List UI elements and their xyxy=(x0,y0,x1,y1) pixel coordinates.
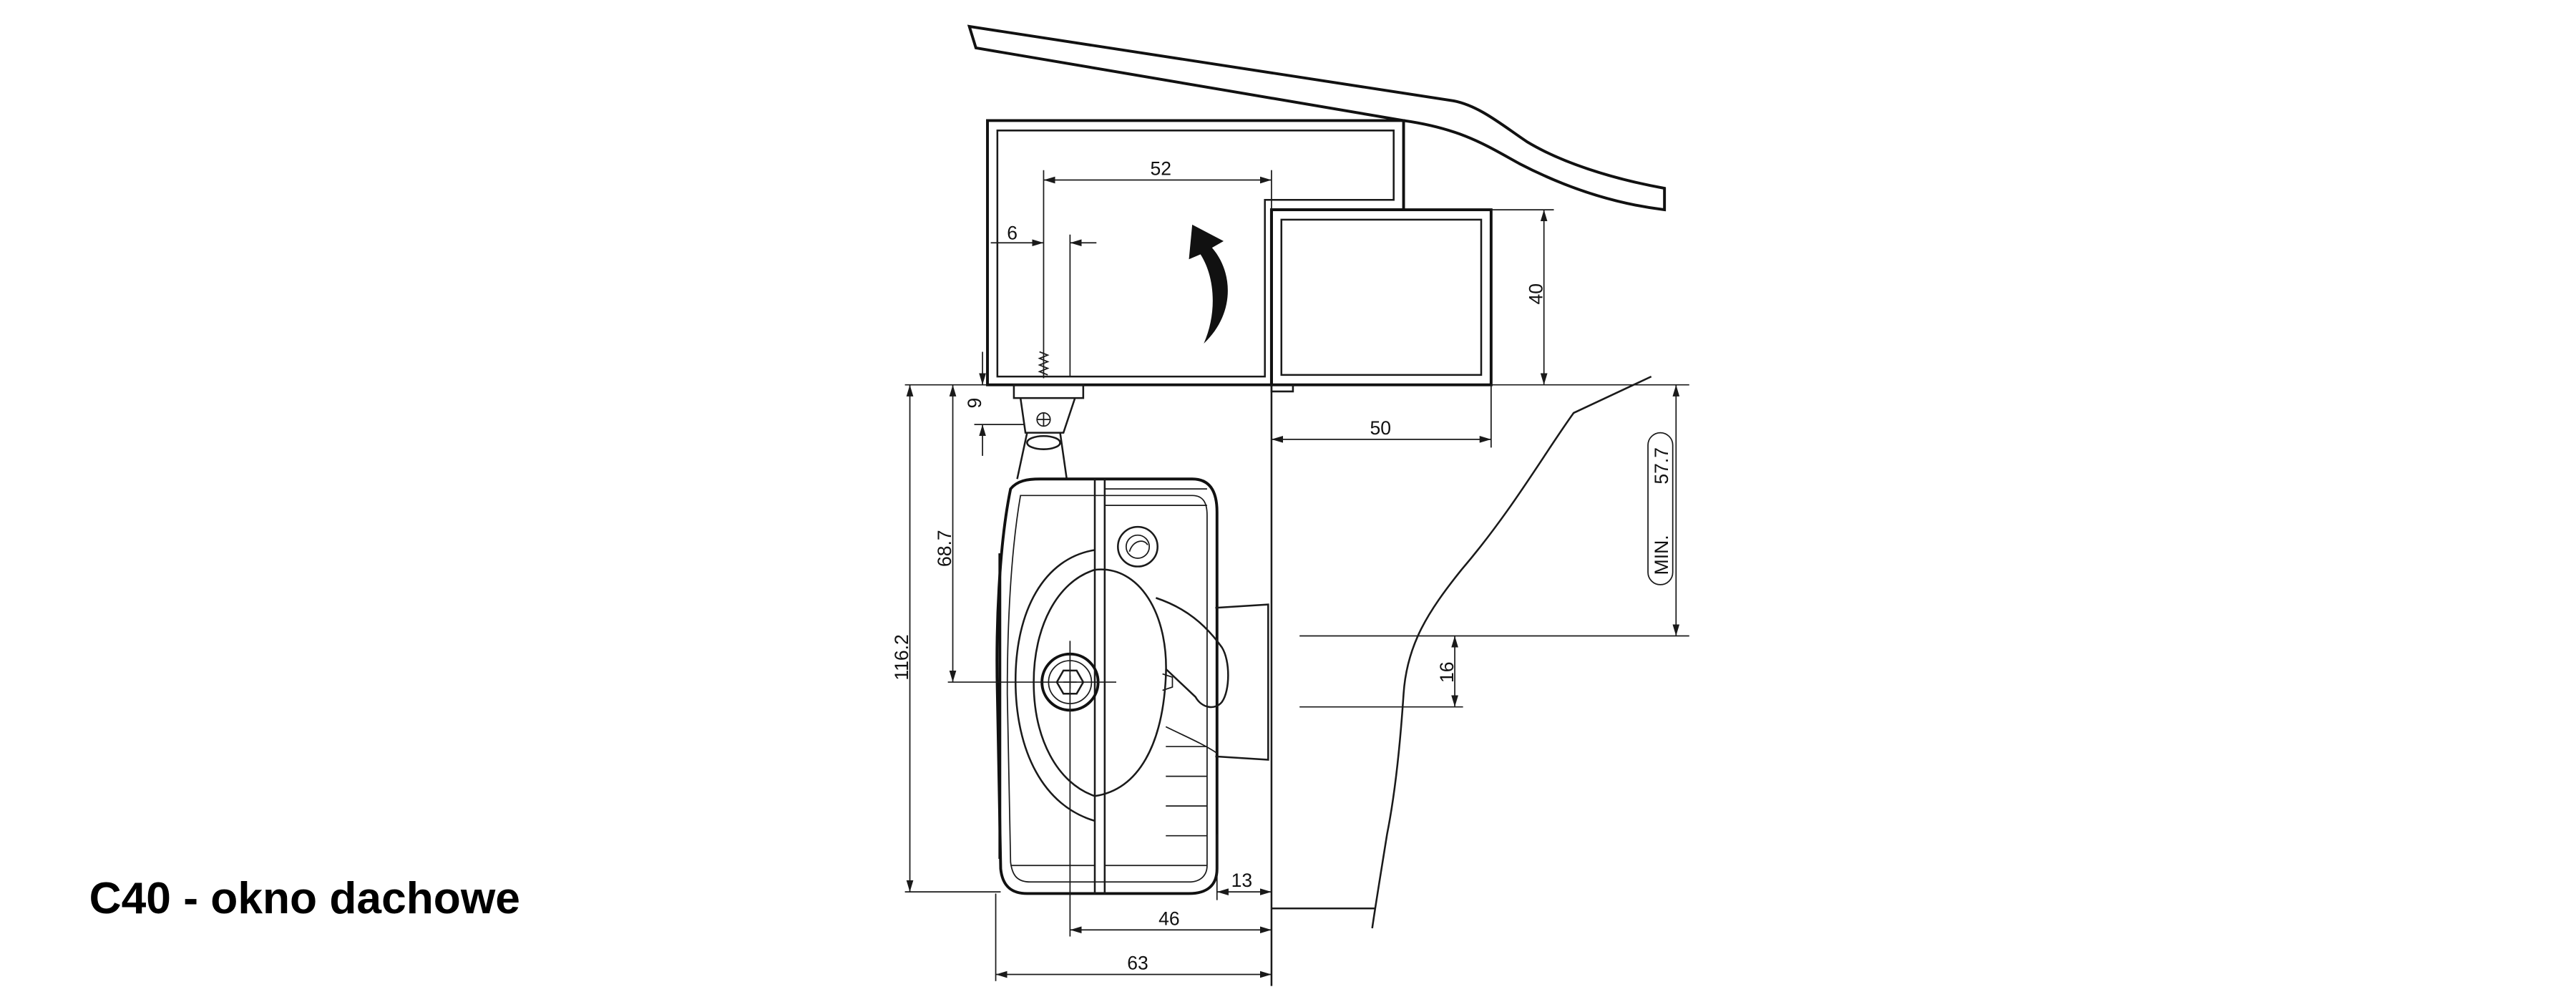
dimension-text: 50 xyxy=(1370,417,1391,439)
dimension-57-7-min: 57.7 MIN. xyxy=(1647,384,1680,636)
cover-boss-right xyxy=(1094,568,1167,797)
dimension-text: 116.2 xyxy=(891,634,912,680)
frame-profile xyxy=(1269,208,1493,393)
dimension-40: 40 xyxy=(1525,210,1548,385)
lever-arm-lower-edge xyxy=(1165,726,1218,754)
dimension-text: 57.7 xyxy=(1651,447,1672,485)
dimension-text: 52 xyxy=(1151,158,1172,180)
screw-thread xyxy=(1038,351,1050,376)
extension-lines xyxy=(904,170,1689,986)
small-screw-slot xyxy=(1128,540,1148,553)
dimension-text: 13 xyxy=(1231,870,1253,891)
housing-ribs xyxy=(1010,488,1207,867)
side-plate xyxy=(1215,603,1269,761)
bracket-neck xyxy=(1019,397,1076,434)
dimension-63: 63 xyxy=(995,953,1272,978)
dimension-68-7: 68.7 xyxy=(934,384,957,683)
dimension-text: 6 xyxy=(1007,223,1018,244)
wall-contour xyxy=(1271,376,1652,929)
small-screw-inner xyxy=(1125,534,1151,559)
drawing-title: C40 - okno dachowe xyxy=(89,874,520,923)
dimension-capsule xyxy=(1647,432,1674,585)
dimension-text: 9 xyxy=(964,398,985,409)
lever-notch xyxy=(1162,673,1174,691)
dimension-6: 6 xyxy=(990,223,1097,247)
housing-outer xyxy=(995,477,1219,895)
dimension-116-2: 116.2 xyxy=(891,384,914,892)
bracket-legs xyxy=(1016,432,1068,480)
dimension-13: 13 xyxy=(1216,870,1272,895)
dimension-50: 50 xyxy=(1271,417,1491,443)
dimension-52: 52 xyxy=(1043,158,1272,184)
bracket-pivot xyxy=(1026,434,1061,450)
dimension-46: 46 xyxy=(1070,908,1272,934)
dimension-text: 46 xyxy=(1158,908,1179,929)
housing-inner xyxy=(1006,495,1208,883)
bracket-plate xyxy=(1013,384,1085,399)
fixing-screw xyxy=(1038,343,1050,379)
small-screw-icon xyxy=(1117,525,1158,568)
dimension-text: 40 xyxy=(1525,283,1546,304)
dimension-text: 63 xyxy=(1127,953,1148,974)
frame-inner-outline xyxy=(1280,218,1483,376)
lever-arm xyxy=(1155,597,1229,709)
mounting-bracket xyxy=(1013,384,1085,480)
frame-outer-outline xyxy=(1269,208,1493,386)
dimension-text: 16 xyxy=(1436,661,1458,683)
minimum-label: MIN. xyxy=(1651,535,1672,575)
sash-inner-outline xyxy=(996,130,1395,378)
cover-arch-outer xyxy=(1014,549,1096,822)
actuator xyxy=(995,384,1269,895)
opening-direction-arrow-icon xyxy=(1189,224,1228,344)
wall-reveal-line xyxy=(1371,376,1652,929)
dimension-16: 16 xyxy=(1436,636,1458,707)
dimension-text: 68.7 xyxy=(934,530,955,567)
dimension-9: 9 xyxy=(964,351,986,456)
roof-covering xyxy=(967,24,1667,212)
small-screw-head xyxy=(1117,525,1158,568)
